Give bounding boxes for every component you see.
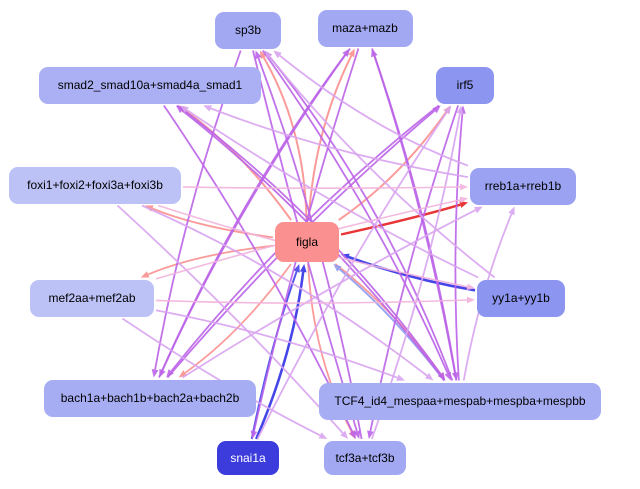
edge-sp3b-tcf4 — [261, 49, 449, 374]
graph-node-maza[interactable]: maza+mazb — [317, 9, 413, 47]
graph-node-irf5[interactable]: irf5 — [436, 66, 494, 104]
edge-arrowhead-figla-maza — [348, 48, 355, 58]
edge-arrowhead-rreb-sp3b — [273, 50, 282, 59]
graph-node-snai[interactable]: snai1a — [217, 441, 279, 475]
edge-arrowhead-yy1-smad2 — [180, 105, 189, 113]
edge-rreb-sp3b — [279, 54, 469, 167]
edge-bach-rreb — [182, 209, 476, 379]
edge-bach-maza — [158, 54, 346, 378]
graph-node-bach[interactable]: bach1a+bach1b+bach2a+bach2b — [44, 379, 256, 417]
edge-arrowhead-sp3b-tcf3 — [353, 430, 361, 439]
edge-arrowhead-mef2-tcf3 — [318, 432, 328, 439]
graph-node-rreb[interactable]: rreb1a+rreb1b — [470, 167, 576, 205]
edge-tcf4-figla — [338, 268, 445, 382]
edge-snai-irf5 — [256, 111, 448, 440]
edge-foxi-tcf4 — [141, 204, 428, 377]
graph-node-label: smad2_smad10a+smad4a_smad1 — [57, 78, 243, 92]
edge-yy1-sp3b — [268, 56, 496, 279]
edge-figla-bach — [184, 263, 292, 374]
graph-node-label: maza+mazb — [332, 21, 398, 35]
graph-node-label: TCF4_id4_mespaa+mespab+mespba+mespbb — [334, 394, 586, 408]
edge-figla-mef2 — [147, 244, 274, 276]
graph-node-label: tcf3a+tcf3b — [335, 451, 395, 465]
edge-yy1-smad2 — [186, 109, 479, 279]
edge-arrowhead-tcf4-rreb — [508, 206, 515, 216]
edge-tcf4-maza — [373, 55, 458, 381]
edge-arrowhead-irf5-tcf3 — [367, 430, 374, 439]
graph-node-label: sp3b — [234, 23, 262, 37]
edge-arrowhead-yy1-sp3b — [264, 50, 273, 59]
edge-arrowhead-sp3b-bach — [151, 369, 159, 378]
graph-node-label: rreb1a+rreb1b — [484, 179, 562, 193]
edge-arrowhead-tcf4-maza — [371, 48, 378, 58]
edge-arrowhead-foxi-tcf4 — [425, 372, 434, 381]
edge-figla-smad2 — [184, 109, 292, 221]
graph-node-figla[interactable]: figla — [275, 222, 339, 262]
edge-arrowhead-tcf3-sp3b — [255, 50, 262, 60]
graph-node-label: snai1a — [230, 451, 266, 465]
graph-node-label: yy1a+yy1b — [492, 291, 550, 305]
edge-snai-figla — [255, 271, 305, 440]
graph-node-label: bach1a+bach1b+bach2a+bach2b — [60, 391, 240, 405]
edge-foxi-tcf3 — [116, 204, 344, 434]
edge-arrowhead-bach-rreb — [474, 206, 483, 214]
edge-arrowhead-mef2-tcf4 — [396, 374, 405, 381]
edge-figla-irf5 — [338, 111, 447, 221]
graph-node-smad2[interactable]: smad2_smad10a+smad4a_smad1 — [39, 66, 261, 104]
graph-node-yy1[interactable]: yy1a+yy1b — [477, 279, 565, 317]
edge-arrowhead-foxi-yy1 — [466, 283, 475, 291]
edge-arrowhead-snai-figla — [299, 264, 307, 273]
edge-arrowhead-figla-mef2 — [140, 271, 150, 278]
edge-figla-rreb — [340, 203, 461, 236]
edge-arrowhead-snai-figla — [293, 264, 300, 273]
edge-yy1-figla — [348, 255, 476, 292]
graph-node-label: figla — [295, 235, 318, 249]
edge-arrowhead-bach-irf5 — [432, 105, 441, 114]
edge-mef2-tcf4 — [155, 309, 398, 379]
edge-foxi-rreb — [182, 186, 461, 190]
edge-arrowhead-bach-maza — [342, 48, 350, 57]
edge-mef2-yy1 — [155, 299, 468, 304]
edge-arrowhead-foxi-rreb — [459, 183, 468, 191]
edge-arrowhead-tcf4-figla — [333, 264, 342, 272]
edge-arrowhead-tcf3-irf5 — [456, 105, 464, 114]
graph-node-label: mef2aa+mef2ab — [48, 291, 136, 305]
graph-node-label: foxi1+foxi2+foxi3a+foxi3b — [27, 178, 163, 192]
edge-arrowhead-figla-rreb — [459, 201, 468, 208]
graph-node-mef2[interactable]: mef2aa+mef2ab — [30, 279, 154, 317]
edge-arrowhead-figla-sp3b — [259, 50, 267, 60]
edge-tcf4-sp3b — [268, 56, 454, 381]
edge-arrowhead-snai-irf5 — [443, 105, 452, 114]
graph-node-tcf3[interactable]: tcf3a+tcf3b — [324, 441, 406, 475]
edge-arrowhead-rreb-smad2 — [203, 105, 212, 112]
edge-arrowhead-maza-snai — [250, 430, 258, 439]
edge-arrowhead-foxi-tcf3 — [340, 430, 349, 439]
edge-arrowhead-mef2-yy1 — [466, 296, 475, 304]
graph-node-foxi[interactable]: foxi1+foxi2+foxi3a+foxi3b — [9, 166, 181, 204]
edge-rreb-smad2 — [210, 107, 469, 178]
graph-node-sp3b[interactable]: sp3b — [215, 11, 281, 49]
graph-node-label: irf5 — [456, 78, 474, 92]
graph-node-tcf4[interactable]: TCF4_id4_mespaa+mespab+mespba+mespbb — [319, 382, 601, 420]
edge-figla-maza — [307, 55, 353, 221]
edge-arrowhead-mef2-rreb — [459, 196, 468, 204]
